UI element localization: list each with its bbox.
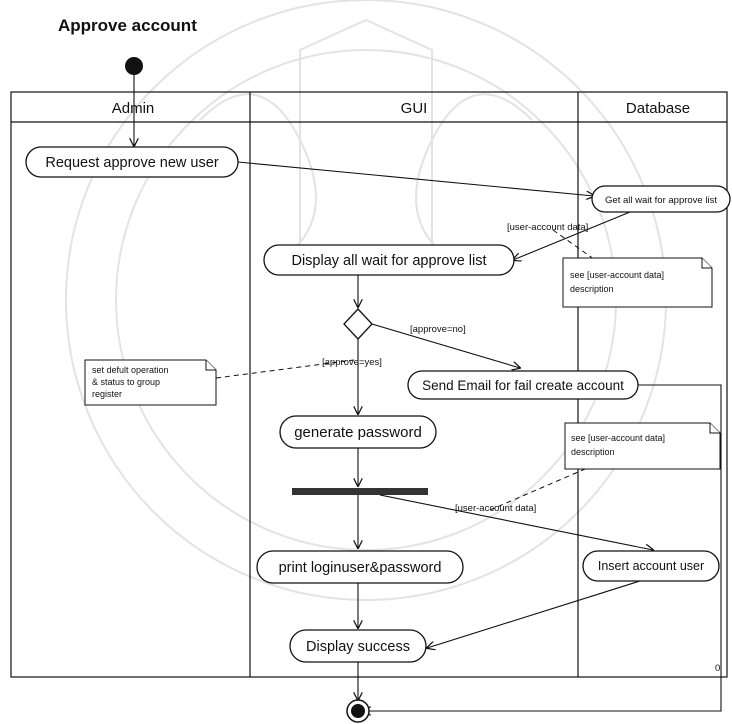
- guard-user-account-data-bottom: [user-account data]: [455, 503, 536, 514]
- note2-link: [215, 359, 355, 379]
- svg-text:& status to group: & status to group: [92, 377, 160, 387]
- svg-text:print loginuser&password: print loginuser&password: [279, 560, 442, 576]
- edge-fork-insert: [379, 494, 653, 550]
- activity-insert-account: Insert account user: [582, 550, 720, 582]
- note-user-account-data-1: see [user-account data] description: [562, 257, 713, 308]
- guard-approve-no: [approve=no]: [410, 324, 466, 335]
- fork-bar: [292, 488, 428, 495]
- svg-text:see [user-account data]: see [user-account data]: [571, 433, 665, 443]
- svg-text:Send Email for fail create acc: Send Email for fail create account: [422, 378, 624, 393]
- svg-text:description: description: [570, 284, 614, 294]
- diagram-title: Approve account: [58, 16, 197, 35]
- edge-insert-success: [427, 580, 641, 648]
- note1-link: [552, 229, 599, 263]
- activity-get-list: Get all wait for approve list: [591, 185, 731, 213]
- activity-request-approve: Request approve new user: [25, 146, 239, 178]
- activity-print-login: print loginuser&password: [256, 550, 464, 584]
- svg-text:generate password: generate password: [294, 424, 422, 441]
- edge-email-end: [363, 384, 722, 711]
- svg-text:Insert account user: Insert account user: [598, 559, 704, 573]
- activity-display-list: Display all wait for approve list: [263, 244, 515, 276]
- note-default-operation: set defult operation & status to group r…: [84, 359, 217, 406]
- edge-get-display: [513, 211, 631, 260]
- guard-approve-yes: [approve=yes]: [322, 357, 382, 368]
- swimlanes: Admin GUI Database: [10, 91, 728, 678]
- lane-database: Database: [626, 100, 690, 117]
- edge-approve-no: [371, 323, 520, 368]
- note-user-account-data-2: see [user-account data] description: [564, 422, 721, 470]
- svg-text:Get all wait for approve list: Get all wait for approve list: [605, 195, 717, 206]
- activity-send-email: Send Email for fail create account: [407, 370, 639, 400]
- lane-admin: Admin: [112, 100, 155, 117]
- activity-display-success: Display success: [289, 629, 427, 663]
- note3-link: [489, 459, 607, 511]
- svg-text:Display success: Display success: [306, 639, 410, 655]
- guard-user-account-data-top: [user-account data]: [507, 222, 588, 233]
- end-node: [346, 699, 370, 723]
- svg-text:description: description: [571, 447, 615, 457]
- decision-approve: [343, 308, 373, 340]
- start-node: [125, 57, 143, 75]
- svg-text:Request approve new user: Request approve new user: [45, 155, 218, 171]
- activity-generate-password: generate password: [279, 415, 437, 449]
- svg-text:set defult operation: set defult operation: [92, 365, 169, 375]
- svg-text:register: register: [92, 389, 122, 399]
- side-mark: 0: [715, 663, 720, 674]
- svg-text:see [user-account data]: see [user-account data]: [570, 270, 664, 280]
- lane-gui: GUI: [401, 100, 428, 117]
- edge-request-get: [237, 161, 594, 196]
- svg-text:Display all wait for approve l: Display all wait for approve list: [291, 253, 486, 269]
